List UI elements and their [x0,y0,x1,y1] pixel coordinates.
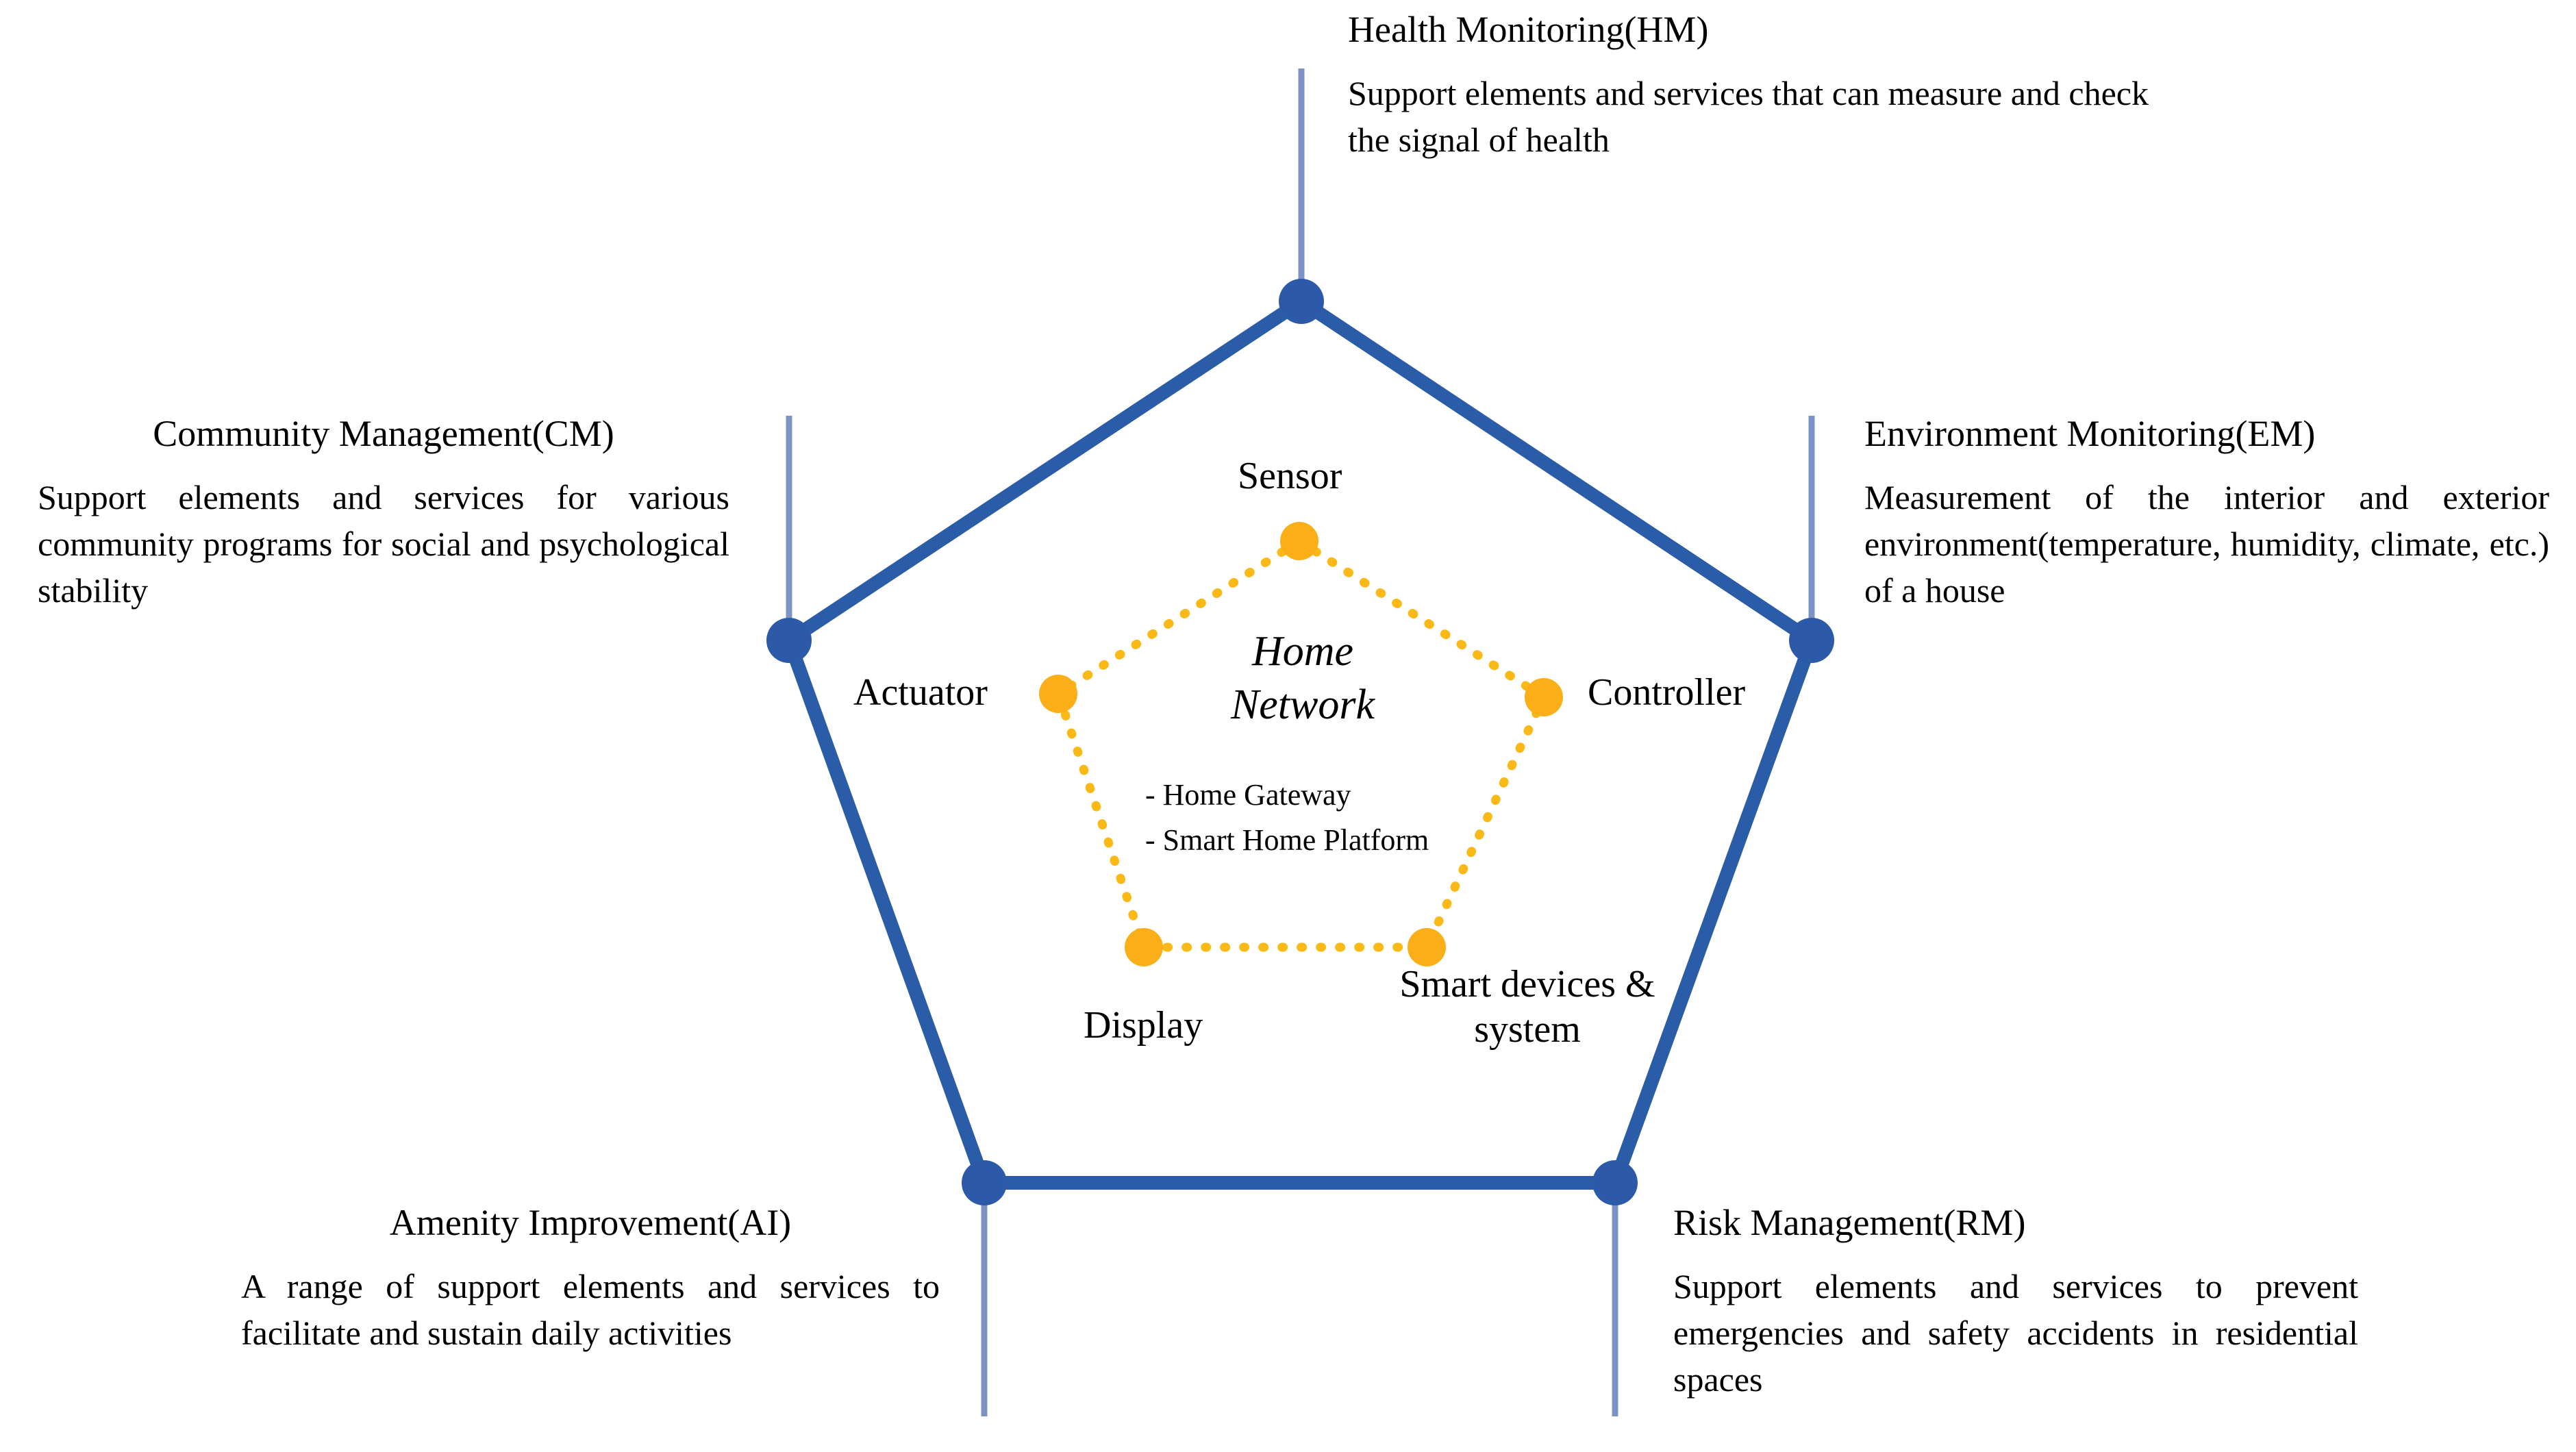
inner-node-label-controller: Controller [1588,671,1746,714]
inner-node-label-actuator: Actuator [853,671,988,714]
inner-vertex-sensor [1280,522,1318,560]
outer-vertex-cm [766,618,812,663]
domain-title-ai: Amenity Improvement(AI) [389,1202,792,1243]
inner-vertex-dots [1039,522,1563,966]
center-title: Home Network [1145,625,1460,731]
domain-description-cm: Support elements and services for variou… [38,477,729,610]
inner-vertex-smart [1408,928,1446,966]
inner-node-label-sensor: Sensor [1238,455,1342,497]
inner-node-label-display: Display [1084,1004,1203,1047]
domain-title-cm: Community Management(CM) [153,413,614,454]
domain-title-rm: Risk Management(RM) [1673,1202,2026,1243]
outer-vertex-hm [1279,279,1324,324]
inner-vertex-actuator [1039,675,1077,713]
domain-block-environment-monitoring: Environment Monitoring(EM) Measurement o… [1864,412,2549,614]
outer-vertex-rm [1592,1160,1638,1205]
domain-block-amenity-improvement: Amenity Improvement(AI) A range of suppo… [241,1201,940,1356]
center-bullet-list: - Home Gateway - Smart Home Platform [1145,773,1529,863]
inner-node-label-smart-devices: Smart devices & system [1399,963,1655,1051]
outer-vertex-em [1789,618,1834,663]
center-bullet-home-gateway: - Home Gateway [1145,778,1351,812]
inner-vertex-controller [1525,678,1563,716]
outer-pentagon-shape [782,295,1818,1190]
domain-block-risk-management: Risk Management(RM) Support elements and… [1673,1201,2358,1403]
domain-title-em: Environment Monitoring(EM) [1864,413,2316,454]
center-bullet-smart-home-platform: - Smart Home Platform [1145,823,1429,857]
inner-pentagon-shape [1053,536,1550,952]
domain-description-ai: A range of support elements and services… [241,1266,940,1352]
outer-vertex-dots [766,279,1834,1205]
domain-description-em: Measurement of the interior and exterior… [1864,477,2549,610]
center-title-line2: Network [1230,681,1375,729]
center-title-line1: Home [1251,628,1354,675]
domain-block-health-monitoring: Health Monitoring(HM) Support elements a… [1348,8,2156,163]
outer-vertex-ai [962,1160,1007,1205]
domain-block-community-management: Community Management(CM) Support element… [38,412,729,614]
connector-lines [786,68,1815,1416]
domain-description-rm: Support elements and services to prevent… [1673,1266,2358,1399]
domain-title-hm: Health Monitoring(HM) [1348,9,1709,50]
inner-vertex-display [1125,928,1163,966]
domain-description-hm: Support elements and services that can m… [1348,73,2149,159]
